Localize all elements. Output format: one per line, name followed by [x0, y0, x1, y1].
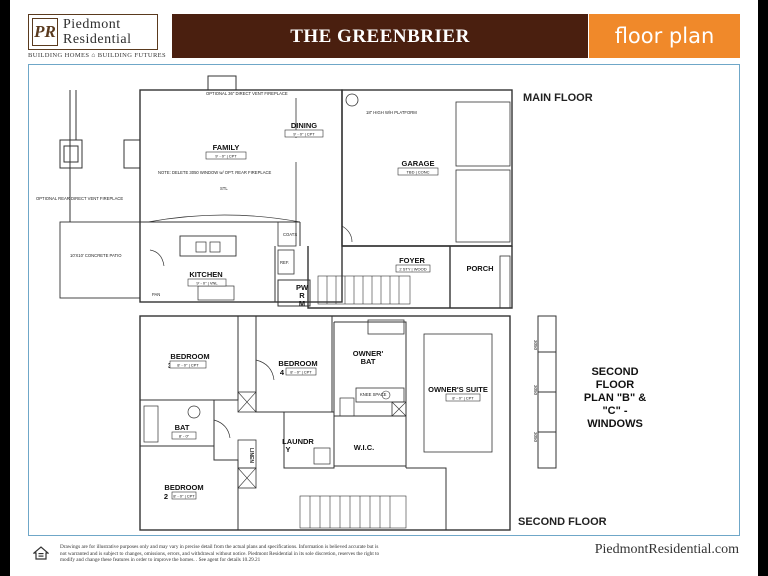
note-delete-window: NOTE: DELETE 3050 WINDOW w/ OPT. REAR FI… — [158, 170, 272, 175]
alt-plan-windows — [537, 315, 557, 469]
alt-plan-line-5: WINDOWS — [587, 418, 643, 430]
rear-fireplace — [59, 90, 83, 222]
company-name-line2: Residential — [63, 32, 132, 47]
foyer-dimension: 2 STY | WOOD — [399, 267, 426, 272]
main-floor-walls — [59, 75, 513, 309]
left-edge — [0, 0, 10, 576]
note-optional-fireplace-top: OPTIONAL 36" DIRECT VENT FIREPLACE — [206, 91, 288, 96]
garage-dimension: TBD | CONC — [406, 170, 429, 175]
floor-plan-tag: floor plan — [589, 14, 740, 58]
upper-stairs — [299, 495, 407, 529]
plan-title: THE GREENBRIER — [172, 14, 588, 58]
second-floor-walls — [139, 315, 511, 531]
room-bedroom-2-num: 2 — [164, 492, 168, 501]
company-name: Piedmont Residential — [63, 17, 155, 47]
logo-mark-icon: PR — [32, 18, 58, 46]
label-knee-space: KNEE SPACE — [360, 392, 387, 397]
room-bedroom-4: BEDROOM — [278, 359, 317, 368]
alt-plan-label: SECOND FLOOR PLAN "B" & "C" - WINDOWS — [575, 366, 655, 431]
window-label-2: 3050 — [533, 385, 538, 396]
room-family: FAMILY — [213, 143, 240, 152]
alt-plan-line-2: FLOOR — [595, 379, 635, 391]
company-logo: PR Piedmont Residential — [28, 14, 158, 50]
room-bedroom-2: BEDROOM — [164, 483, 203, 492]
room-wic: W.I.C. — [354, 443, 374, 452]
top-fireplace — [207, 75, 237, 91]
bedroom-4-dimension: 8' - 0" | CPT — [290, 370, 312, 375]
foyer-outline — [307, 245, 513, 309]
main-stairs — [317, 275, 411, 305]
right-edge — [758, 0, 768, 576]
window-label-1: 3050 — [533, 340, 538, 351]
owners-suite-dimension: 8' - 0" | CPT — [452, 396, 474, 401]
label-patio: 10'X10' CONCRETE PATIO — [70, 253, 122, 258]
family-dimension: 9' - 0" | CPT — [215, 154, 237, 159]
label-linen: LINEN — [248, 448, 254, 463]
bedroom-3-dimension: 8' - 0" | CPT — [177, 363, 199, 368]
equal-housing-icon — [33, 546, 49, 560]
room-foyer: FOYER — [399, 256, 425, 265]
second-floor-label: SECOND FLOOR — [518, 516, 607, 528]
dining-dimension: 9' - 0" | CPT — [293, 132, 315, 137]
company-tagline: BUILDING HOMES ⌂ BUILDING FUTURES — [28, 52, 167, 59]
bedroom-2-dimension: 8' - 0" | CPT — [173, 494, 195, 499]
company-name-line1: Piedmont — [63, 17, 121, 32]
room-laundry-y: Y — [285, 445, 290, 454]
kitchen-dimension: 9' - 0" | VNL — [196, 281, 218, 286]
room-owners-bath-2: BAT — [361, 357, 376, 366]
main-floor-label: MAIN FLOOR — [523, 92, 593, 104]
garage-door-2 — [455, 169, 511, 243]
note-garage-platform: 18" HIGH W/H PLATFORM — [366, 110, 417, 115]
website-link[interactable]: PiedmontResidential.com — [594, 542, 739, 557]
room-owners-suite: OWNER'S SUITE — [428, 385, 488, 394]
room-bedroom-4-num: 4 — [280, 368, 285, 377]
plan-frame — [28, 64, 740, 536]
refrigerator — [277, 249, 295, 275]
room-porch: PORCH — [466, 264, 493, 273]
room-bath: BAT — [175, 423, 190, 432]
bath-dimension: 8' - 0" — [179, 434, 190, 439]
room-laundry: LAUNDR — [282, 437, 314, 446]
note-optional-rear-fireplace: OPTIONAL REAR DIRECT VENT FIREPLACE — [36, 196, 123, 201]
garage-door-1 — [455, 101, 511, 167]
label-refrigerator: REF. — [280, 260, 289, 265]
disclaimer-text: Drawings are for illustrative purposes o… — [60, 544, 380, 564]
powder-room — [277, 279, 311, 307]
label-pantry: PAN — [152, 292, 160, 297]
room-powder-m: M — [299, 299, 305, 308]
alt-plan-line-4: "C" - — [602, 405, 628, 417]
label-coats: COATS — [283, 232, 297, 237]
alt-plan-line-3: PLAN "B" & — [583, 392, 647, 404]
alt-plan-line-1: SECOND — [591, 366, 639, 378]
note-ceiling-stl: STL — [220, 186, 228, 191]
kitchen-island — [179, 235, 237, 257]
coat-closet — [277, 221, 297, 247]
room-dining: DINING — [291, 121, 317, 130]
room-powder-r: R — [299, 291, 305, 300]
room-kitchen: KITCHEN — [189, 270, 222, 279]
concrete-patio — [59, 221, 141, 299]
kitchen-range — [197, 285, 235, 301]
window-label-3: 3050 — [533, 432, 538, 443]
family-arch — [147, 214, 301, 223]
room-bedroom-3: BEDROOM — [170, 352, 209, 361]
kitchen-walls — [139, 221, 301, 303]
room-garage: GARAGE — [402, 159, 435, 168]
side-fireplace-window — [123, 139, 141, 169]
room-owners-bath: OWNER' — [353, 349, 384, 358]
room-powder: PW — [296, 283, 309, 292]
